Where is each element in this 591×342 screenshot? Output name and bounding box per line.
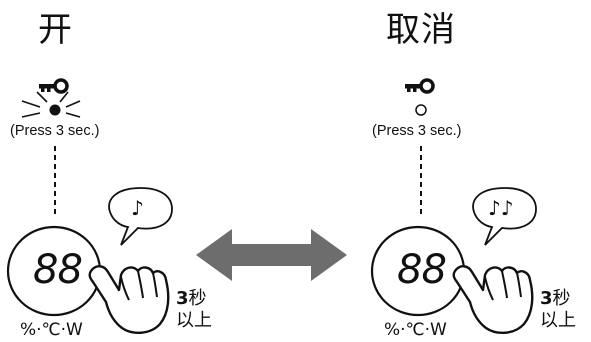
left-hold-duration: 3秒 以上	[176, 288, 212, 332]
right-display-digits: 88	[397, 247, 447, 293]
right-panel-title: 取消	[386, 10, 456, 50]
left-finger-press-icon	[88, 265, 170, 334]
right-hold-seconds: 3	[540, 288, 553, 309]
left-panel-title: 开	[38, 10, 73, 50]
left-key-icon	[39, 78, 69, 94]
right-hold-unit: 秒	[552, 288, 571, 309]
left-beep-note: ♪	[131, 196, 144, 220]
left-led-glow-icon	[21, 91, 81, 118]
right-press-label: (Press 3 sec.)	[372, 123, 462, 139]
left-speech-bubble-icon	[108, 187, 173, 246]
left-press-label: (Press 3 sec.)	[10, 123, 100, 139]
left-hold-unit: 秒	[188, 288, 207, 309]
left-hold-suffix: 以上	[176, 310, 212, 331]
left-units-label: %·℃·W	[20, 320, 83, 340]
right-speech-bubble-icon	[472, 187, 537, 246]
right-hold-duration: 3秒 以上	[540, 288, 576, 332]
double-arrow-icon	[196, 229, 347, 281]
left-hold-seconds: 3	[176, 288, 189, 309]
right-finger-press-icon	[452, 265, 534, 334]
right-led-indicator-icon	[415, 104, 427, 116]
right-hold-suffix: 以上	[540, 310, 576, 331]
right-key-icon	[405, 78, 435, 94]
right-units-label: %·℃·W	[384, 320, 447, 340]
left-led-indicator-icon	[49, 104, 61, 116]
left-display-digits: 88	[33, 247, 83, 293]
right-beep-note: ♪♪	[488, 196, 514, 220]
